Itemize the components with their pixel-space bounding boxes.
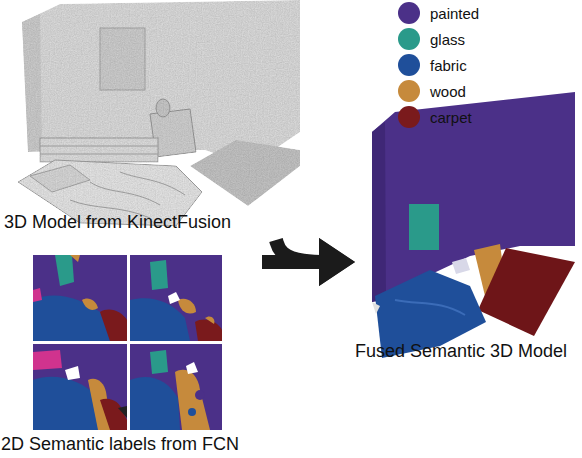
flow-arrow <box>262 255 333 269</box>
label-tile <box>130 344 222 430</box>
legend-row: glass <box>398 26 479 52</box>
legend-row: fabric <box>398 52 479 78</box>
caption: 2D Semantic labels from FCN <box>1 434 239 455</box>
legend-row: painted <box>398 0 479 26</box>
label-tile <box>33 255 127 341</box>
panel: 2D Semantic labels from FCN <box>0 250 262 458</box>
legend-swatch <box>398 106 420 128</box>
model-detail <box>40 146 185 218</box>
legend-label: wood <box>430 83 466 100</box>
panel: 3D Model from KinectFusion <box>0 0 292 240</box>
legend-label: glass <box>430 31 465 48</box>
label-tile <box>33 344 127 430</box>
legend-row: carpet <box>398 104 479 130</box>
legend-label: painted <box>430 5 479 22</box>
legend-swatch <box>398 2 420 24</box>
caption: 3D Model from KinectFusion <box>4 212 231 233</box>
legend-swatch <box>398 28 420 50</box>
legend: painted glass fabric wood carpet <box>398 0 479 130</box>
caption: Fused Semantic 3D Model <box>355 341 567 362</box>
legend-row: wood <box>398 78 479 104</box>
panel: Fused Semantic 3D Model <box>355 85 582 370</box>
legend-swatch <box>398 80 420 102</box>
legend-swatch <box>398 54 420 76</box>
fused-3d-model <box>372 92 575 358</box>
legend-label: carpet <box>430 109 472 126</box>
label-tile <box>130 255 222 341</box>
legend-label: fabric <box>430 57 467 74</box>
grey-3d-model <box>18 0 300 226</box>
